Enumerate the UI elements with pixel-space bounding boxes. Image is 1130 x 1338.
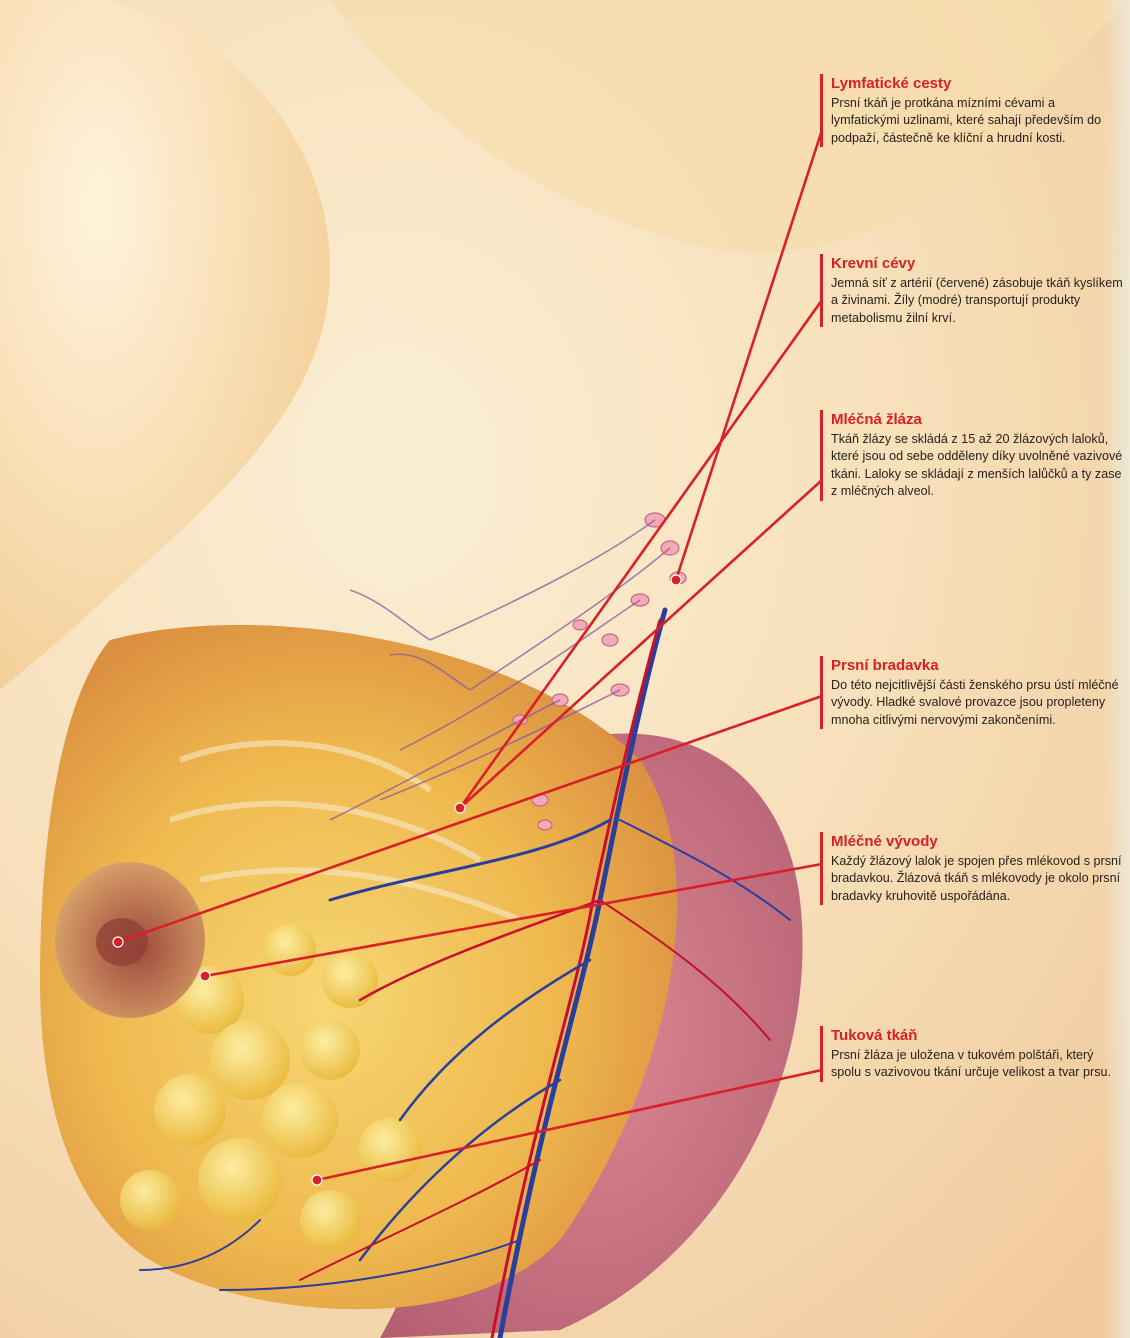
callout-text: Jemná síť z artérií (červené) zásobuje t…	[831, 275, 1125, 327]
callout-title: Lymfatické cesty	[831, 74, 1125, 93]
callout-nipple: Prsní bradavka Do této nejcitlivější čás…	[820, 656, 1125, 729]
callout-gland: Mléčná žláza Tkáň žlázy se skládá z 15 a…	[820, 410, 1125, 501]
callout-title: Mléčná žláza	[831, 410, 1125, 429]
callout-vessels: Krevní cévy Jemná síť z artérií (červené…	[820, 254, 1125, 327]
callout-text: Prsní žláza je uložena v tukovém polštář…	[831, 1047, 1125, 1082]
callout-title: Krevní cévy	[831, 254, 1125, 273]
callout-lymph: Lymfatické cesty Prsní tkáň je protkána …	[820, 74, 1125, 147]
callout-text: Každý žlázový lalok je spojen přes mléko…	[831, 853, 1125, 905]
callout-ducts: Mléčné vývody Každý žlázový lalok je spo…	[820, 832, 1125, 905]
callout-text: Prsní tkáň je protkána mízními cévami a …	[831, 95, 1125, 147]
callout-title: Tuková tkáň	[831, 1026, 1125, 1045]
callout-fat: Tuková tkáň Prsní žláza je uložena v tuk…	[820, 1026, 1125, 1082]
callout-title: Mléčné vývody	[831, 832, 1125, 851]
callout-text: Tkáň žlázy se skládá z 15 až 20 žlázovýc…	[831, 431, 1125, 501]
callout-title: Prsní bradavka	[831, 656, 1125, 675]
callout-text: Do této nejcitlivější části ženského prs…	[831, 677, 1125, 729]
